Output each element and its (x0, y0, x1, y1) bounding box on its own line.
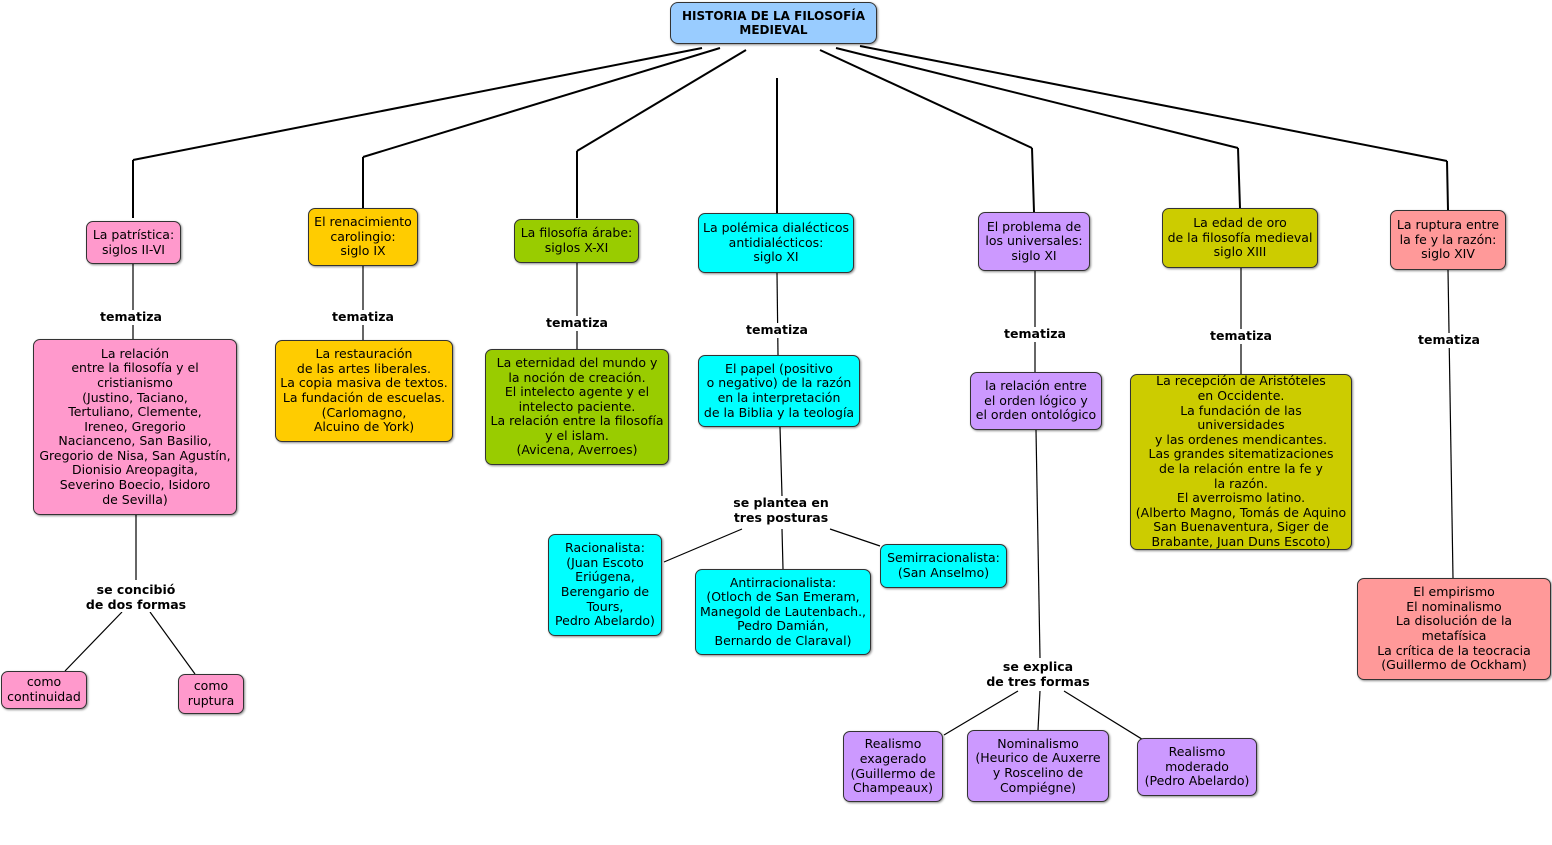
node-arabe-content[interactable]: La eternidad del mundo y la noción de cr… (485, 349, 669, 465)
link-label-tematiza: tematiza (544, 315, 610, 331)
link-label-se-explica: se explica de tres formas (984, 659, 1092, 690)
link-label-tematiza: tematiza (1002, 326, 1068, 342)
node-carolingio-content[interactable]: La restauración de las artes liberales. … (275, 340, 453, 442)
node-edad-de-oro[interactable]: La edad de oro de la filosofía medieval … (1162, 208, 1318, 268)
node-edad-oro-content[interactable]: La recepción de Aristóteles en Occidente… (1130, 374, 1352, 550)
link-label-tematiza: tematiza (1416, 332, 1482, 348)
node-renacimiento-carolingio[interactable]: El renacimiento carolingio: siglo IX (308, 208, 418, 266)
node-universales-content[interactable]: la relación entre el orden lógico y el o… (970, 372, 1102, 430)
node-polemica-content[interactable]: El papel (positivo o negativo) de la raz… (698, 355, 860, 427)
link-label-tematiza: tematiza (1208, 328, 1274, 344)
root-concept-title[interactable]: HISTORIA DE LA FILOSOFÍA MEDIEVAL (670, 2, 877, 44)
link-label-tematiza: tematiza (98, 309, 164, 325)
node-antirracionalista[interactable]: Antirracionalista: (Otloch de San Emeram… (695, 569, 871, 655)
node-polemica-dialecticos[interactable]: La polémica dialécticos antidialécticos:… (698, 213, 854, 273)
link-label-tematiza: tematiza (330, 309, 396, 325)
node-semirracionalista[interactable]: Semirracionalista: (San Anselmo) (880, 544, 1007, 588)
node-como-ruptura[interactable]: como ruptura (178, 674, 244, 714)
node-ruptura-fe-razon[interactable]: La ruptura entre la fe y la razón: siglo… (1390, 210, 1506, 270)
link-label-se-plantea: se plantea en tres posturas (731, 495, 831, 526)
node-como-continuidad[interactable]: como continuidad (1, 671, 87, 709)
node-filosofia-arabe[interactable]: La filosofía árabe: siglos X-XI (514, 219, 639, 263)
node-racionalista[interactable]: Racionalista: (Juan Escoto Eriúgena, Ber… (548, 534, 662, 636)
node-nominalismo[interactable]: Nominalismo (Heurico de Auxerre y Roscel… (967, 730, 1109, 802)
node-problema-universales[interactable]: El problema de los universales: siglo XI (978, 212, 1090, 271)
node-ruptura-content[interactable]: El empirismo El nominalismo La disolució… (1357, 578, 1551, 680)
link-label-tematiza: tematiza (744, 322, 810, 338)
node-realismo-exagerado[interactable]: Realismo exagerado (Guillermo de Champea… (843, 731, 943, 802)
node-patristica[interactable]: La patrística: siglos II-VI (86, 221, 181, 264)
node-patristica-content[interactable]: La relación entre la filosofía y el cris… (33, 339, 237, 515)
node-realismo-moderado[interactable]: Realismo moderado (Pedro Abelardo) (1137, 738, 1257, 796)
link-label-se-concibio: se concibió de dos formas (83, 582, 189, 613)
